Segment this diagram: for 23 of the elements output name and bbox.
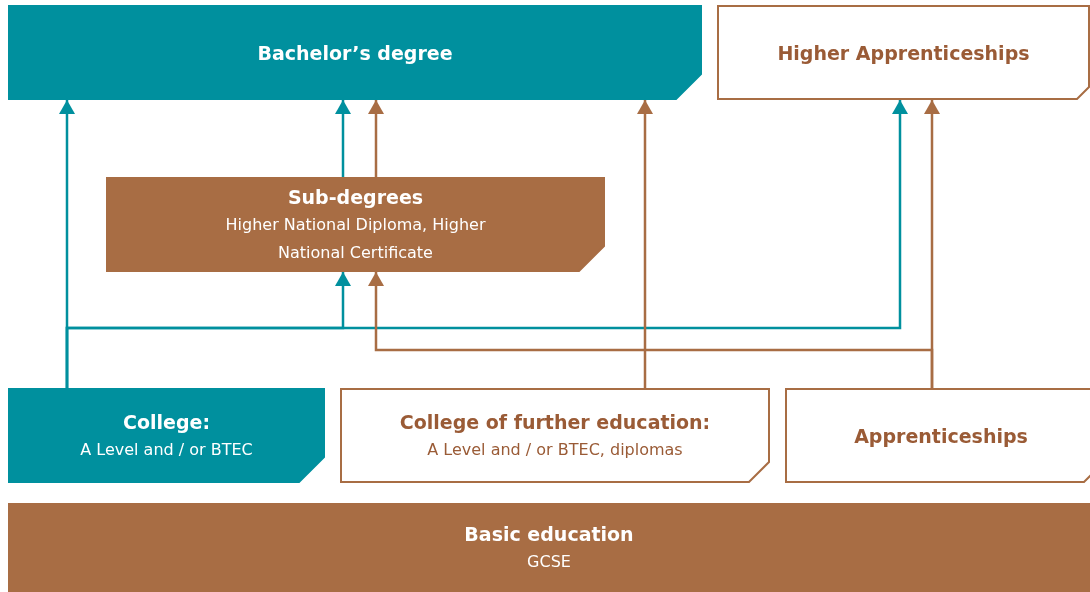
box-heading: Sub-degrees (287, 184, 424, 210)
education-band (8, 503, 1090, 592)
arrow (368, 272, 934, 388)
college-box (340, 388, 770, 483)
box-text: A Level and / or BTEC (80, 438, 253, 461)
box-heading: Apprenticeships (854, 423, 1028, 449)
degree-box (8, 5, 702, 100)
arrow (368, 100, 384, 177)
box-text: Higher National Diploma, Higher National Certificate (224, 213, 487, 264)
arrow (335, 100, 351, 177)
apprenticeship-box (717, 5, 1090, 100)
box-text: A Level and / or BTEC, diplomas (427, 438, 683, 461)
box-text: GCSE (527, 550, 571, 573)
box-heading: College of further education: (399, 409, 711, 435)
box-heading: Higher Apprenticeships (777, 40, 1030, 66)
arrow (65, 100, 908, 388)
degree-box (106, 177, 605, 272)
college-box (8, 388, 325, 483)
apprenticeship-box (785, 388, 1090, 483)
box-heading: Bachelor’s degree (257, 40, 453, 66)
box-heading: Basic education (464, 521, 634, 547)
arrow (637, 100, 653, 388)
box-heading: College: (123, 409, 210, 435)
